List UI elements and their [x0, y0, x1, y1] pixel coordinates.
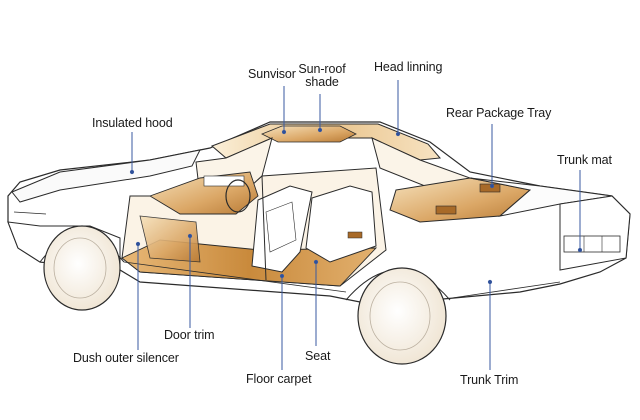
label-door-trim: Door trim	[164, 328, 215, 342]
tail-light	[563, 235, 621, 253]
seatbelt-buckle	[347, 231, 363, 239]
label-head-lining: Head linning	[374, 60, 443, 74]
steering-wheel	[225, 179, 251, 213]
door-trim-panel	[139, 215, 201, 263]
label-rear-package-tray: Rear Package Tray	[446, 106, 552, 120]
rear-panel	[559, 195, 631, 271]
rear-speaker-left	[435, 205, 457, 215]
label-insulated-hood: Insulated hood	[92, 116, 173, 130]
label-sunroof-shade: Sun-roof shade	[298, 63, 345, 89]
front-tire	[43, 225, 121, 311]
instrument-cluster	[203, 175, 245, 187]
label-dash-outer-silencer: Dush outer silencer	[73, 351, 179, 365]
front-seat	[251, 185, 313, 273]
label-floor-carpet: Floor carpet	[246, 372, 312, 386]
label-sunvisor: Sunvisor	[248, 67, 296, 81]
label-seat: Seat	[305, 349, 331, 363]
rear-tire	[357, 267, 447, 365]
rear-speaker-right	[479, 183, 501, 193]
label-trunk-mat: Trunk mat	[557, 153, 612, 167]
rear-seat	[305, 185, 377, 263]
label-sunroof-line1: Sun-roof	[298, 62, 346, 76]
label-sunroof-line2: shade	[305, 75, 339, 89]
hood-surface	[11, 149, 201, 203]
label-trunk-trim: Trunk Trim	[460, 373, 519, 387]
leader-lines	[129, 80, 583, 370]
sunroof-shade	[261, 125, 357, 143]
